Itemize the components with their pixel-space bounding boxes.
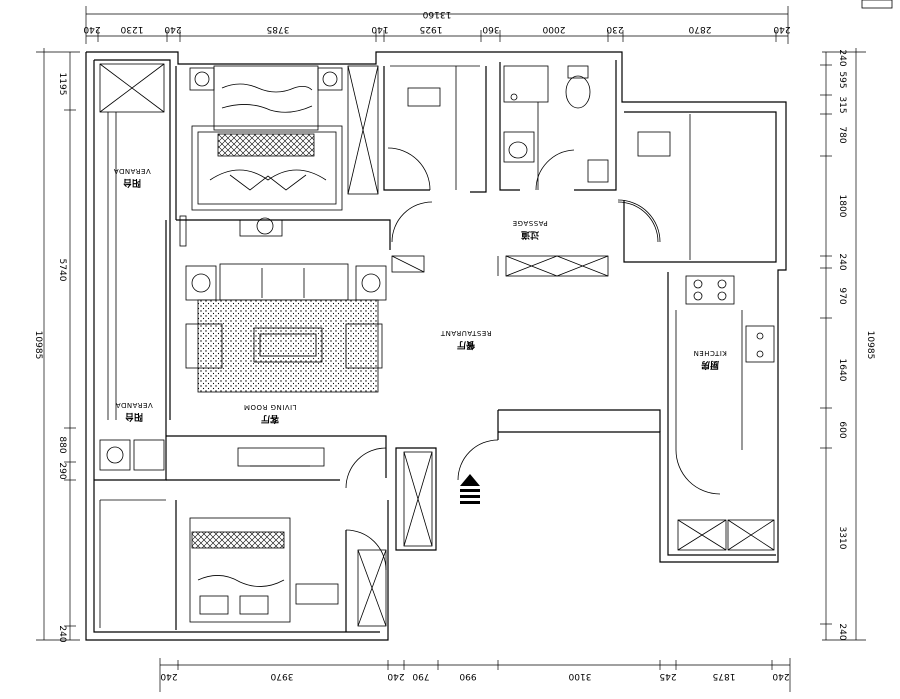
entrance-arrow-icon (460, 474, 480, 504)
left-dim-3: 880 (57, 436, 67, 453)
corner-frame (861, 0, 893, 9)
passage-cn: 过道 (521, 229, 539, 241)
living-room (185, 263, 499, 489)
top-dim-10: 240 (773, 24, 790, 34)
restaurant-en: RESTAURANT (440, 329, 491, 337)
kitchen (675, 275, 775, 551)
right-dim-4: 1800 (837, 195, 847, 218)
passage (391, 201, 659, 277)
right-dim-9: 3310 (837, 527, 847, 550)
room-label-passage: 过道 PASSAGE (512, 219, 548, 241)
restaurant-cn: 餐厅 (457, 339, 476, 351)
top-dim-7: 2000 (542, 24, 565, 34)
top-dim-6: 360 (482, 24, 499, 34)
bed-headboard-pattern (217, 133, 315, 157)
top-dim-9: 2870 (688, 24, 711, 34)
bottom-dim-0: 240 (160, 671, 177, 681)
veranda-bottom (99, 439, 166, 628)
exterior-walls (85, 51, 787, 641)
top-dim-1: 1230 (120, 24, 143, 34)
top-dim-8: 230 (606, 24, 623, 34)
left-dim-0: 1195 (57, 73, 67, 96)
right-dim-11: 240 (837, 623, 847, 640)
top-dim-0: 240 (83, 24, 100, 34)
bedroom-bottom (189, 451, 433, 627)
kitchen-en: KITCHEN (693, 349, 727, 357)
top-dim-5: 1925 (420, 24, 443, 34)
right-dim-0: 240 (837, 49, 847, 66)
top-dimension-line: 13160 240 1230 240 3785 140 1925 360 200… (83, 6, 791, 44)
right-dimension-line: 240 595 315 780 1800 240 970 1640 600 33… (820, 48, 875, 641)
kitchen-cn: 厨房 (701, 359, 719, 371)
top-dim-3: 3785 (267, 24, 290, 34)
left-dimension-line: 1195 5740 10985 880 290 240 (33, 48, 80, 643)
living-room-cn: 客厅 (261, 413, 280, 425)
veranda-top-cn: 阳台 (123, 177, 141, 189)
room-label-veranda-top: 阳台 VERANDA (113, 167, 150, 189)
bottom-dim-3: 790 (412, 671, 429, 681)
bottom-dim-8: 240 (772, 671, 789, 681)
top-dim-2: 240 (164, 24, 181, 34)
passage-en: PASSAGE (512, 219, 548, 227)
right-dim-2: 315 (837, 96, 847, 113)
veranda-top (99, 63, 165, 420)
bottom-dim-4: 990 (459, 671, 476, 681)
living-room-rug (197, 299, 379, 393)
room-label-veranda-bottom: 阳台 VERANDA (115, 401, 152, 423)
left-dim-1: 5740 (57, 259, 67, 282)
right-dim-5: 240 (837, 253, 847, 270)
left-dim-2: 10985 (33, 331, 43, 360)
bedroom-three (617, 114, 691, 260)
right-dim-7: 1640 (837, 359, 847, 382)
top-dim-4: 140 (371, 24, 388, 34)
master-bedroom (179, 65, 379, 247)
bottom-dim-5: 3100 (568, 671, 591, 681)
veranda-bottom-en: VERANDA (115, 401, 152, 409)
room-label-living-room: 客厅 LIVING ROOM (243, 403, 296, 425)
right-dim-10: 10985 (865, 331, 875, 360)
bathroom (503, 65, 609, 191)
right-dim-6: 970 (837, 287, 847, 304)
bottom-dim-6: 245 (659, 671, 676, 681)
bedroom-two (387, 65, 480, 191)
left-dim-4: 290 (57, 462, 67, 479)
veranda-bottom-cn: 阳台 (125, 411, 143, 423)
left-dim-5: 240 (57, 625, 67, 642)
right-dim-1: 595 (837, 71, 847, 88)
living-room-en: LIVING ROOM (243, 403, 296, 411)
total-width-label: 13160 (422, 9, 451, 19)
right-dim-3: 780 (837, 126, 847, 143)
bottom-bed-headboard (191, 531, 285, 549)
bottom-dim-1: 3970 (270, 671, 293, 681)
right-dim-8: 600 (837, 421, 847, 438)
room-label-restaurant: 餐厅 RESTAURANT (440, 329, 491, 351)
room-label-kitchen: 厨房 KITCHEN (693, 349, 727, 371)
bottom-dim-7: 1875 (713, 671, 736, 681)
bottom-dimension-line: 240 3970 240 790 990 3100 245 1875 240 (159, 658, 791, 692)
bottom-dim-2: 240 (387, 671, 404, 681)
veranda-top-en: VERANDA (113, 167, 150, 175)
top-ticks (97, 30, 777, 42)
